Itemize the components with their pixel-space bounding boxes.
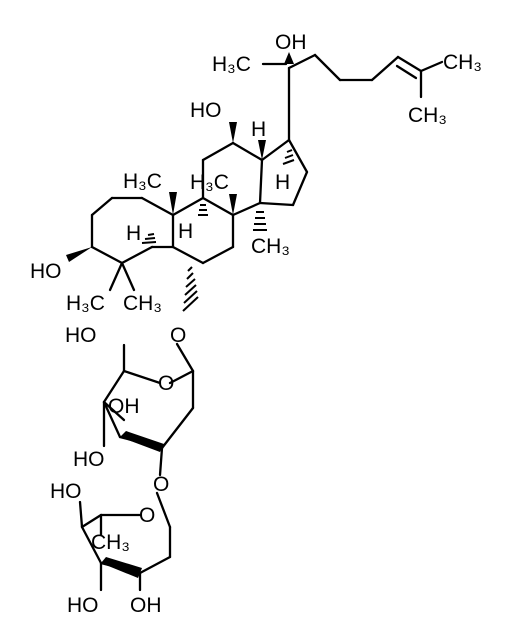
ring-c bbox=[201, 122, 267, 231]
ho-c12-label: HO bbox=[190, 99, 222, 122]
glucose-ring bbox=[102, 342, 195, 477]
ho-c3-label: HO bbox=[30, 260, 62, 283]
oh-c2double-label: OH bbox=[130, 594, 162, 617]
h-c17-label: H bbox=[275, 171, 290, 194]
ho-c4double-label: HO bbox=[50, 480, 82, 503]
atom-labels: H₃C OH CH₃ CH₃ HO H H H₃C H₃C H H CH₃ HO… bbox=[30, 31, 482, 617]
oh-c20-label: OH bbox=[275, 31, 307, 54]
o-glycosidic-label: O bbox=[170, 324, 186, 347]
side-chain bbox=[261, 52, 444, 142]
ho-c3double-label: HO bbox=[67, 594, 99, 617]
ho-c6prime-label: HO bbox=[65, 324, 97, 347]
ch3-c14-label: CH₃ bbox=[251, 235, 290, 258]
h-c5-label: H bbox=[126, 222, 141, 245]
ring-b bbox=[171, 196, 235, 312]
h3c-c4a-label: H₃C bbox=[66, 292, 105, 315]
ch3-rhamnose-label: CH₃ bbox=[91, 531, 130, 554]
ho-c4prime-label: HO bbox=[73, 448, 105, 471]
oh-c3prime-label: OH bbox=[108, 395, 140, 418]
h-c9-label: H bbox=[178, 220, 193, 243]
h3c-c10-label: H₃C bbox=[123, 170, 162, 193]
h-c13-label: H bbox=[251, 118, 266, 141]
o-ring-rhamnose-label: O bbox=[139, 504, 155, 527]
rhamnose-ring bbox=[78, 491, 172, 592]
ring-a bbox=[66, 192, 177, 292]
o-ring-glucose-label: O bbox=[158, 372, 174, 395]
ch3-terminal-lower-label: CH₃ bbox=[408, 104, 447, 127]
ch3-terminal-upper-label: CH₃ bbox=[443, 51, 482, 74]
h3c-c8-label: H₃C bbox=[190, 171, 229, 194]
ring-d bbox=[258, 138, 309, 207]
o-link-label: O bbox=[153, 473, 169, 496]
ch3-c4b-label: CH₃ bbox=[123, 292, 162, 315]
h3c-top-left-label: H₃C bbox=[212, 53, 251, 76]
